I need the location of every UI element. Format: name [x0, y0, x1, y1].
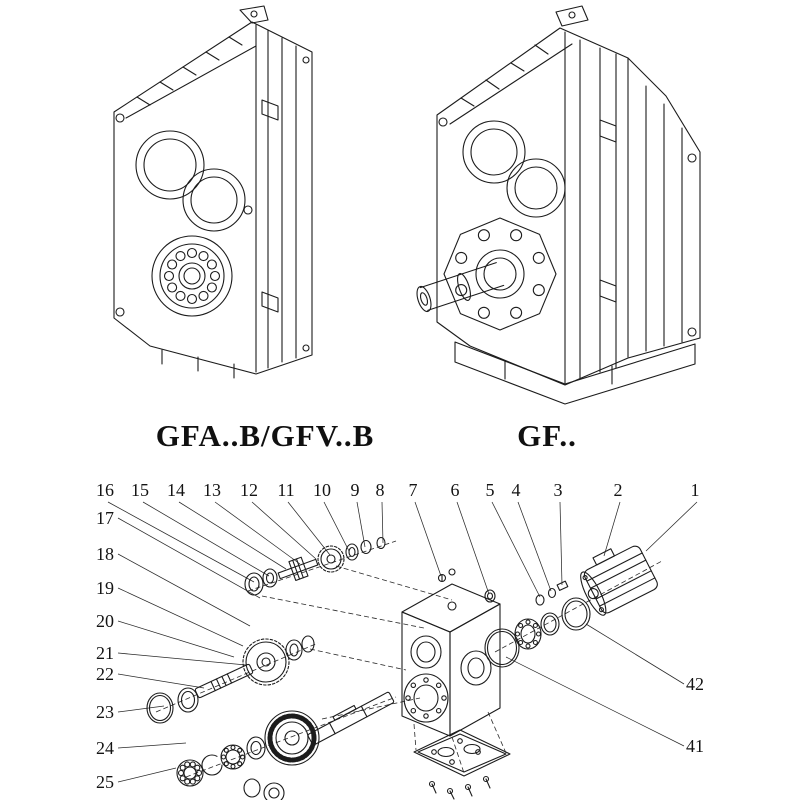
side-bands: [579, 39, 617, 379]
part-number-24: 24: [96, 738, 114, 758]
bolt-holes: [115, 56, 310, 352]
gearbox-right-drawing: [416, 5, 701, 405]
input-bores: [135, 130, 246, 232]
part-number-20: 20: [96, 611, 114, 631]
part-number-7: 7: [409, 480, 418, 500]
gasket-plate: [413, 729, 511, 800]
top-cap: [555, 5, 589, 27]
roller-bearing: [220, 744, 246, 770]
input-shaft-assembly: [244, 536, 386, 596]
bolts: [428, 775, 491, 800]
top-ribs: [460, 44, 549, 107]
part-number-42: 42: [686, 674, 704, 694]
part-number-1: 1: [691, 480, 700, 500]
part-number-22: 22: [96, 664, 114, 684]
side-bands: [261, 29, 297, 369]
part-number-11: 11: [277, 480, 294, 500]
leader-lines: [107, 501, 698, 783]
output-shaft: [416, 262, 505, 313]
part-number-5: 5: [486, 480, 495, 500]
model-label-right: GF..: [517, 418, 577, 453]
part-number-12: 12: [240, 480, 258, 500]
part-numbers: 16 15 14 13 12 11 10 9 8 7 6 5 4 3 2 1 1…: [96, 480, 704, 792]
housing-body: [401, 583, 501, 737]
part-number-17: 17: [96, 508, 114, 528]
top-cap: [239, 5, 269, 24]
output-side-rings: [484, 580, 591, 668]
intermediate-gear-assembly: [146, 635, 315, 724]
part-number-15: 15: [131, 480, 149, 500]
side-fins: [645, 85, 697, 352]
housing-outline: [436, 27, 701, 386]
axis-bearing: [514, 618, 542, 650]
part-number-2: 2: [614, 480, 623, 500]
ball-bearing: [176, 759, 204, 787]
part-number-25: 25: [96, 772, 114, 792]
output-gear-assembly: [176, 691, 395, 800]
part-number-19: 19: [96, 578, 114, 598]
motor-unit: [580, 545, 658, 616]
part-number-18: 18: [96, 544, 114, 564]
housing-flange: [403, 673, 449, 723]
base-feet: [454, 341, 696, 405]
output-shaft-part: [307, 691, 395, 746]
base-feet: [161, 349, 235, 379]
corner-bolt: [438, 117, 448, 127]
part-number-8: 8: [376, 480, 385, 500]
part-number-10: 10: [313, 480, 331, 500]
top-ribs: [136, 36, 243, 106]
part-number-41: 41: [686, 736, 704, 756]
housing-outline: [113, 21, 313, 375]
part-number-21: 21: [96, 643, 114, 663]
gearbox-left-drawing: [113, 5, 313, 379]
exploded-view: 16 15 14 13 12 11 10 9 8 7 6 5 4 3 2 1 1…: [96, 480, 704, 800]
part-number-6: 6: [451, 480, 460, 500]
part-number-9: 9: [351, 480, 360, 500]
part-number-16: 16: [96, 480, 114, 500]
model-label-left: GFA..B/GFV..B: [156, 418, 375, 453]
output-flange: [443, 217, 557, 331]
snap-ring: [201, 754, 223, 776]
main-bearing: [151, 235, 233, 317]
part-number-14: 14: [167, 480, 185, 500]
part-number-4: 4: [512, 480, 521, 500]
part-number-13: 13: [203, 480, 221, 500]
part-number-23: 23: [96, 702, 114, 722]
fastener-parts: [437, 568, 496, 603]
part-number-3: 3: [554, 480, 563, 500]
pinion-shaft: [277, 556, 319, 581]
input-bores: [462, 120, 566, 218]
